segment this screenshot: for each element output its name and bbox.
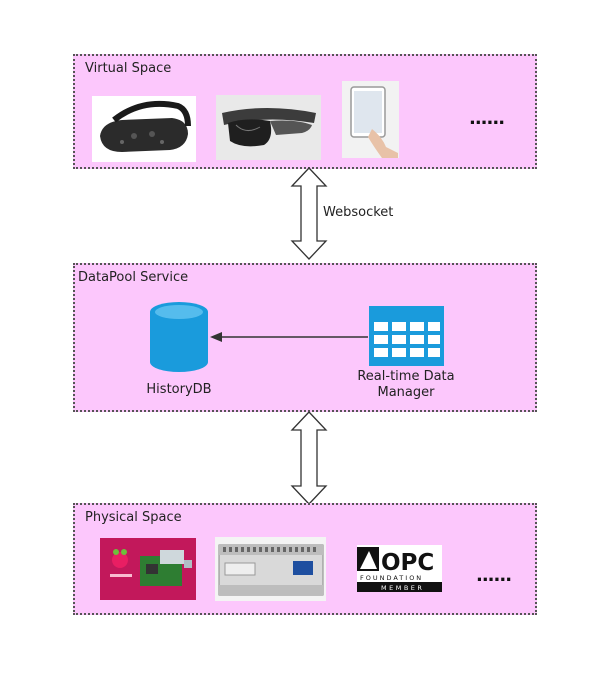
- vr-headset-image: [92, 96, 196, 162]
- websocket-double-arrow: [290, 167, 328, 260]
- datapool-physical-double-arrow: [290, 411, 328, 505]
- opc-logo-text: OPC: [381, 550, 434, 576]
- physical-space-title: Physical Space: [85, 510, 182, 525]
- hololens-image: [216, 95, 321, 160]
- opc-member-text: MEMBER: [381, 584, 424, 592]
- realtime-manager-label-line1: Real-time Data: [357, 369, 455, 384]
- websocket-label: Websocket: [323, 205, 394, 220]
- opc-foundation-logo: OPC FOUNDATION MEMBER: [357, 545, 442, 592]
- virtual-more-indicator: ......: [469, 108, 505, 129]
- virtual-space-title: Virtual Space: [85, 61, 172, 76]
- opc-foundation-text: FOUNDATION: [360, 574, 423, 582]
- physical-more-indicator: ......: [476, 565, 512, 586]
- realtime-manager-label-line2: Manager: [377, 385, 435, 400]
- raspberry-pi-image: [100, 538, 196, 600]
- plc-image: [215, 537, 326, 601]
- historydb-label: HistoryDB: [146, 382, 212, 397]
- datapool-service-title: DataPool Service: [78, 270, 189, 285]
- tablet-image: [342, 81, 399, 158]
